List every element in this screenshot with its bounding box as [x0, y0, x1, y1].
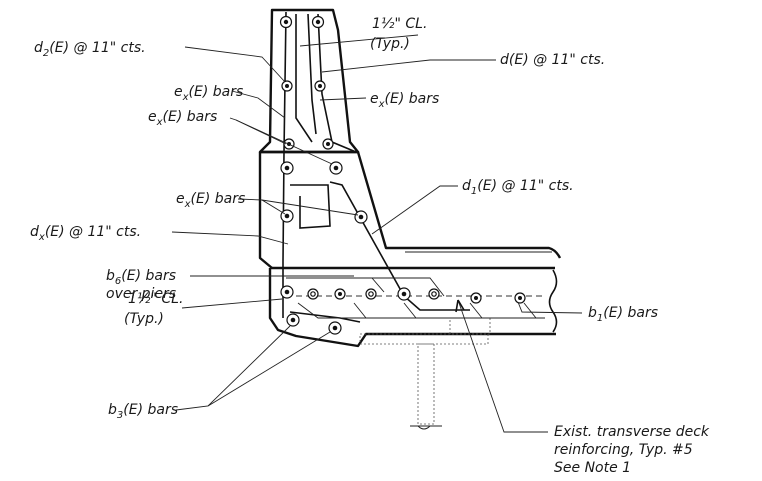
deck-bar-line-1 — [286, 277, 445, 297]
leader-note-arrow — [455, 299, 465, 313]
deck-bar-tick-1 — [353, 302, 367, 319]
girder-top-flange — [359, 333, 489, 345]
leader-d1 — [371, 185, 458, 235]
bar-section — [470, 292, 482, 304]
label-cl-top: 1½" CL. — [372, 16, 427, 32]
label-ex1: ex(E) bars — [174, 84, 243, 103]
concrete-outline — [258, 8, 562, 348]
label-d2: d2(E) @ 11" cts. — [34, 40, 146, 59]
barrier-base-outline — [260, 150, 562, 259]
deck-bar-tick-3 — [469, 302, 483, 319]
d-stirrup-bar — [317, 13, 357, 153]
label-note-line-3: See Note 1 — [554, 460, 631, 476]
leader-b3b — [207, 331, 331, 407]
d-stirrup-inner — [307, 13, 317, 135]
deck-bottom-bar — [289, 311, 361, 323]
bar-section — [311, 15, 325, 29]
label-b1: b1(E) bars — [588, 305, 658, 324]
label-note-line-2: reinforcing, Typ. #5 — [554, 442, 693, 458]
bar-section — [280, 285, 294, 299]
leader-note — [457, 299, 548, 433]
leader-lines — [171, 34, 583, 433]
leader-ex3a — [229, 117, 287, 145]
leader-cl-bot — [181, 298, 283, 309]
bar-section — [279, 15, 293, 29]
deck-break-symbol — [548, 269, 558, 333]
girder-web — [417, 343, 435, 425]
bar-section — [365, 288, 377, 300]
bar-section — [307, 288, 319, 300]
label-dx: dx(E) @ 11" cts. — [30, 224, 141, 243]
bar-section — [280, 209, 294, 223]
label-d1: d1(E) @ 11" cts. — [462, 178, 574, 197]
label-b3: b3(E) bars — [108, 402, 178, 421]
barrier-stem-outline — [258, 8, 360, 154]
label-d: d(E) @ 11" cts. — [500, 52, 605, 68]
barrier-back-face — [258, 152, 273, 269]
bar-section — [428, 288, 440, 300]
bar-section — [280, 161, 294, 175]
leader-d2 — [184, 46, 286, 83]
leader-ex1 — [231, 90, 286, 119]
bar-section — [328, 321, 342, 335]
bar-section — [354, 210, 368, 224]
bar-section — [334, 288, 346, 300]
label-over-piers: over piers — [106, 286, 176, 302]
bar-section — [322, 138, 334, 150]
bar-section — [514, 292, 526, 304]
leader-dx — [171, 231, 289, 245]
leader-b1 — [517, 301, 583, 314]
bar-section — [286, 313, 300, 327]
label-cl-bot: 1½" CL. — [128, 291, 183, 307]
leader-cl-top — [299, 34, 419, 47]
girder-haunch — [449, 317, 491, 335]
annotations: d2(E) @ 11" cts. 1½" CL. (Typ.) d(E) @ 1… — [30, 16, 710, 476]
label-ex2: ex(E) bars — [370, 91, 439, 110]
bar-sections — [279, 15, 526, 335]
label-note-line-1: Exist. transverse deck — [554, 424, 710, 440]
label-typ-bot: (Typ.) — [124, 311, 164, 327]
label-b6: b6(E) bars — [106, 268, 176, 287]
deck-bar-tick-2 — [403, 302, 417, 319]
girder-cut-mark — [417, 425, 431, 430]
deck-bar-tick-5 — [371, 277, 385, 293]
dx-stirrup-bar — [290, 184, 331, 229]
bar-section — [397, 287, 411, 301]
deck-bar-line-2 — [297, 302, 545, 319]
leader-d — [321, 59, 496, 73]
leader-ex3b — [235, 119, 333, 165]
label-ex3: ex(E) bars — [148, 109, 217, 128]
label-ex4: ex(E) bars — [176, 191, 245, 210]
bar-section — [281, 80, 293, 92]
bar-section — [329, 161, 343, 175]
deck-bar-tick-4 — [523, 302, 537, 319]
leader-ex4b — [261, 199, 359, 216]
leader-ex2 — [319, 97, 367, 101]
leader-b3a — [175, 325, 291, 411]
d2-stirrup-inner — [295, 14, 313, 143]
label-typ-top: (Typ.) — [370, 36, 410, 52]
bar-section — [314, 80, 326, 92]
